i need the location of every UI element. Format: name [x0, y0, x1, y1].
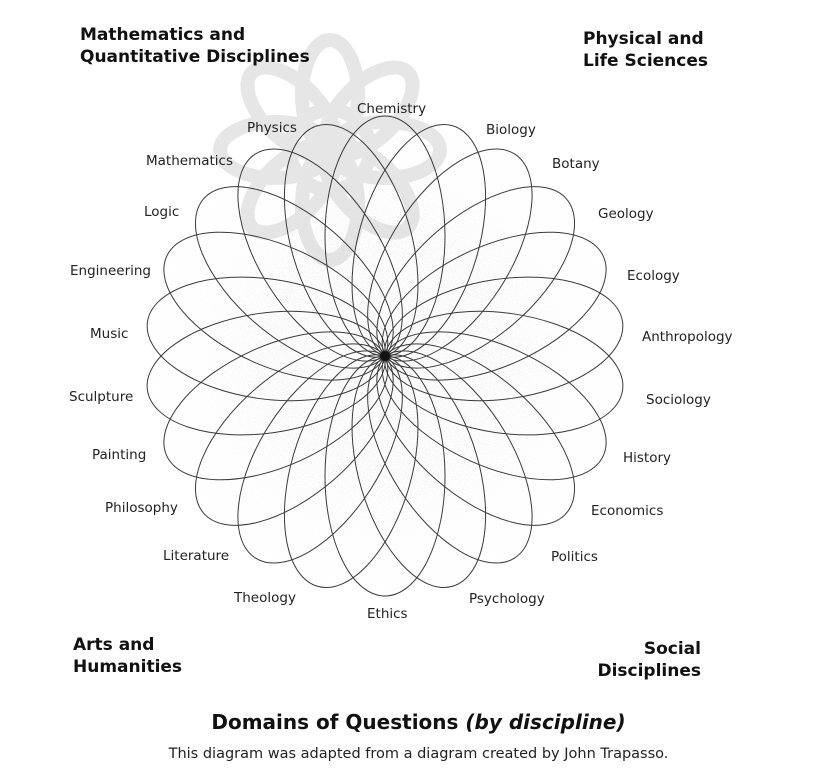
discipline-label-psychology: Psychology — [469, 591, 545, 607]
discipline-label-engineering: Engineering — [70, 263, 151, 279]
discipline-label-ethics: Ethics — [367, 606, 408, 622]
discipline-label-anthropology: Anthropology — [642, 329, 733, 345]
discipline-label-painting: Painting — [92, 447, 147, 463]
discipline-label-sculpture: Sculpture — [69, 389, 134, 405]
corner-label-line: Quantitative Disciplines — [80, 47, 310, 67]
discipline-label-chemistry: Chemistry — [357, 101, 427, 117]
discipline-label-theology: Theology — [234, 590, 296, 606]
discipline-label-biology: Biology — [486, 122, 536, 138]
corner-label-line: Life Sciences — [583, 51, 709, 71]
corner-label-social: Social Disciplines — [595, 638, 701, 682]
diagram-title: Domains of Questions (by discipline) — [0, 710, 837, 734]
discipline-label-economics: Economics — [591, 503, 664, 519]
corner-label-arts: Arts and Humanities — [73, 634, 182, 678]
discipline-label-logic: Logic — [144, 204, 180, 220]
title-subtitle: (by discipline) — [465, 710, 626, 734]
attribution-caption: This diagram was adapted from a diagram … — [168, 746, 669, 762]
title-main: Domains of Questions — [211, 710, 459, 734]
discipline-label-botany: Botany — [552, 156, 600, 172]
discipline-label-literature: Literature — [163, 548, 230, 564]
corner-label-line: Arts and — [73, 635, 155, 655]
discipline-label-sociology: Sociology — [646, 392, 711, 408]
corner-label-sciences: Physical and Life Sciences — [583, 28, 708, 72]
discipline-label-history: History — [623, 450, 672, 466]
corner-label-line: Mathematics and — [80, 25, 246, 45]
discipline-label-geology: Geology — [598, 206, 654, 222]
discipline-label-philosophy: Philosophy — [105, 500, 178, 516]
corner-label-line: Social — [643, 639, 701, 659]
corner-label-line: Disciplines — [597, 661, 701, 681]
corner-label-math: Mathematics and Quantitative Disciplines — [80, 24, 310, 68]
discipline-label-ecology: Ecology — [627, 268, 680, 284]
corner-label-line: Physical and — [583, 29, 704, 49]
discipline-label-politics: Politics — [551, 549, 598, 565]
discipline-label-physics: Physics — [247, 120, 297, 136]
corner-label-line: Humanities — [73, 657, 183, 677]
center-hub — [380, 351, 390, 361]
discipline-label-music: Music — [90, 326, 129, 342]
discipline-label-mathematics: Mathematics — [146, 153, 233, 169]
